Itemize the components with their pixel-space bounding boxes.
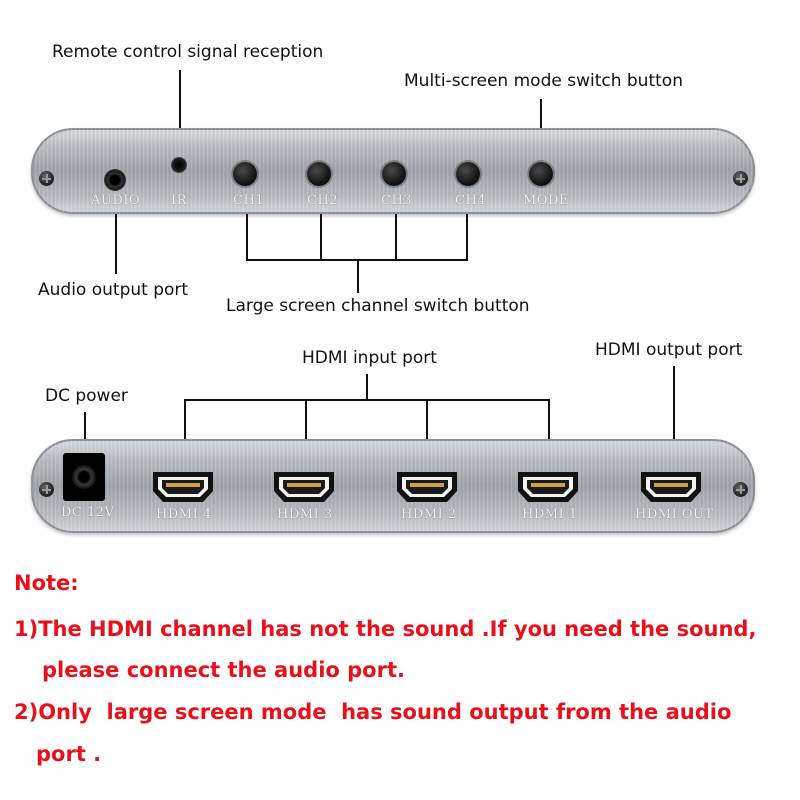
hdmi-3-label: HDMI 3: [277, 507, 333, 522]
audio-output-callout: Audio output port: [38, 280, 189, 300]
ch3-label: CH3: [381, 193, 413, 208]
screw-icon: [39, 482, 54, 497]
hdmi-out-port-icon[interactable]: [639, 469, 703, 505]
channel-bracket-v3: [395, 214, 397, 260]
ir-sensor-icon: [171, 157, 187, 173]
ir-label: IR: [171, 193, 187, 208]
channel-bracket-v2: [320, 214, 322, 260]
audio-output-leader: [115, 214, 117, 274]
channel-bracket-v4: [466, 214, 468, 260]
audio-label: AUDIO: [91, 193, 141, 208]
hdmi-4-port-icon[interactable]: [151, 469, 215, 505]
hdmi-1-label: HDMI 1: [522, 507, 578, 522]
dc-power-jack-icon[interactable]: [63, 453, 105, 501]
hdmi-3-port-icon[interactable]: [272, 469, 336, 505]
note-title: Note:: [14, 571, 79, 595]
ch2-label: CH2: [307, 193, 339, 208]
hdmi-input-bracket-v2: [305, 399, 307, 439]
rear-panel: DC 12V HDMI 4 HDMI 3 HDMI 2: [31, 439, 755, 533]
hdmi-1-port-icon[interactable]: [516, 469, 580, 505]
hdmi-input-bracket-v3: [426, 399, 428, 439]
mode-switch-callout: Multi-screen mode switch button: [404, 71, 683, 91]
hdmi-2-port-icon[interactable]: [395, 469, 459, 505]
remote-signal-leader: [179, 70, 181, 128]
ch1-label: CH1: [233, 193, 265, 208]
note-line-4: port .: [36, 742, 102, 766]
channel-switch-callout: Large screen channel switch button: [226, 296, 530, 316]
note-line-2: please connect the audio port.: [42, 658, 405, 682]
hdmi-out-label: HDMI OUT: [635, 507, 714, 522]
screw-icon: [733, 171, 748, 186]
front-panel: AUDIO IR CH1 CH2 CH3 CH4 MODE: [31, 128, 755, 214]
mode-switch-leader: [540, 99, 542, 128]
ch1-button[interactable]: [233, 162, 257, 186]
hdmi-input-bracket-v4: [548, 399, 550, 439]
audio-jack-icon[interactable]: [104, 169, 126, 191]
ch4-button[interactable]: [456, 162, 480, 186]
screw-icon: [39, 171, 54, 186]
screw-icon: [733, 482, 748, 497]
channel-bracket-v1: [246, 214, 248, 260]
remote-signal-callout: Remote control signal reception: [52, 42, 324, 62]
hdmi-2-label: HDMI 2: [401, 507, 457, 522]
mode-label: MODE: [523, 193, 569, 208]
hdmi-input-stem: [366, 374, 368, 400]
dc-label: DC 12V: [61, 505, 115, 520]
hdmi-input-bracket-v1: [184, 399, 186, 439]
note-line-1: 1)The HDMI channel has not the sound .If…: [14, 617, 757, 641]
ch2-button[interactable]: [307, 162, 331, 186]
note-line-3: 2)Only large screen mode has sound outpu…: [14, 700, 732, 724]
ch4-label: CH4: [455, 193, 487, 208]
mode-button[interactable]: [529, 162, 553, 186]
hdmi-output-callout: HDMI output port: [595, 340, 743, 360]
hdmi-input-bracket-h: [184, 399, 550, 401]
dc-power-callout: DC power: [45, 386, 128, 406]
channel-bracket-stem: [357, 259, 359, 293]
hdmi-input-callout: HDMI input port: [302, 348, 437, 368]
dc-power-leader: [84, 412, 86, 439]
ch3-button[interactable]: [382, 162, 406, 186]
hdmi-4-label: HDMI 4: [156, 507, 212, 522]
hdmi-output-leader: [673, 366, 675, 439]
